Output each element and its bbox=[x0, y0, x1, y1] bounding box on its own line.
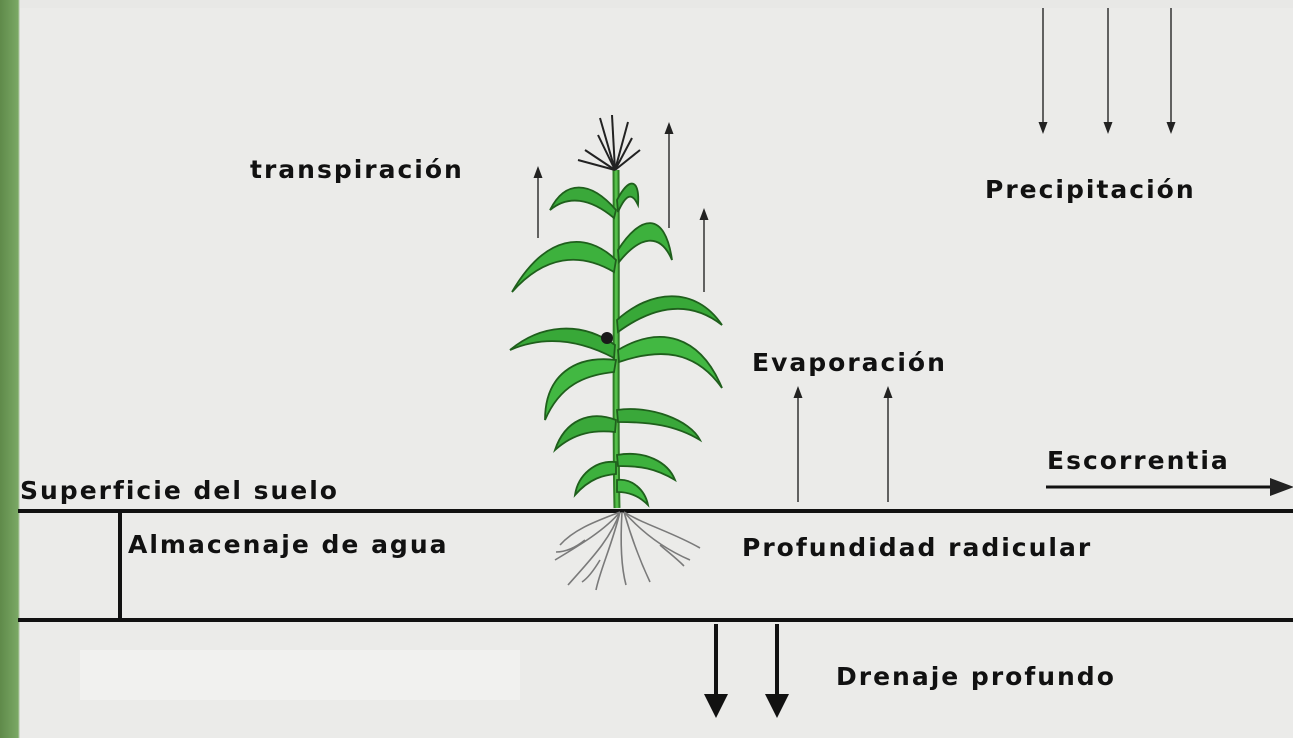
soil-surface-label: Superficie del suelo bbox=[20, 476, 339, 505]
evaporation-label: Evaporación bbox=[752, 348, 947, 377]
tassel bbox=[577, 114, 641, 171]
soil-shading bbox=[80, 650, 520, 700]
diagram-background bbox=[20, 8, 1293, 738]
evaporation-arrows bbox=[793, 386, 893, 502]
transpiration-label: transpiración bbox=[250, 155, 464, 184]
deep-drainage-arrows bbox=[704, 624, 789, 718]
roots bbox=[554, 511, 701, 591]
deep-drainage-label: Drenaje profundo bbox=[836, 662, 1116, 691]
precipitation-label: Precipitación bbox=[985, 175, 1196, 204]
ear-node bbox=[601, 332, 613, 344]
root-depth-label: Profundidad radicular bbox=[742, 533, 1093, 562]
precipitation-arrows bbox=[1038, 8, 1176, 134]
transpiration-arrows bbox=[533, 122, 709, 292]
corn-plant-illustration bbox=[509, 114, 723, 591]
runoff-label: Escorrentia bbox=[1047, 446, 1230, 475]
water-storage-label: Almacenaje de agua bbox=[128, 530, 449, 559]
leaves bbox=[509, 182, 723, 508]
